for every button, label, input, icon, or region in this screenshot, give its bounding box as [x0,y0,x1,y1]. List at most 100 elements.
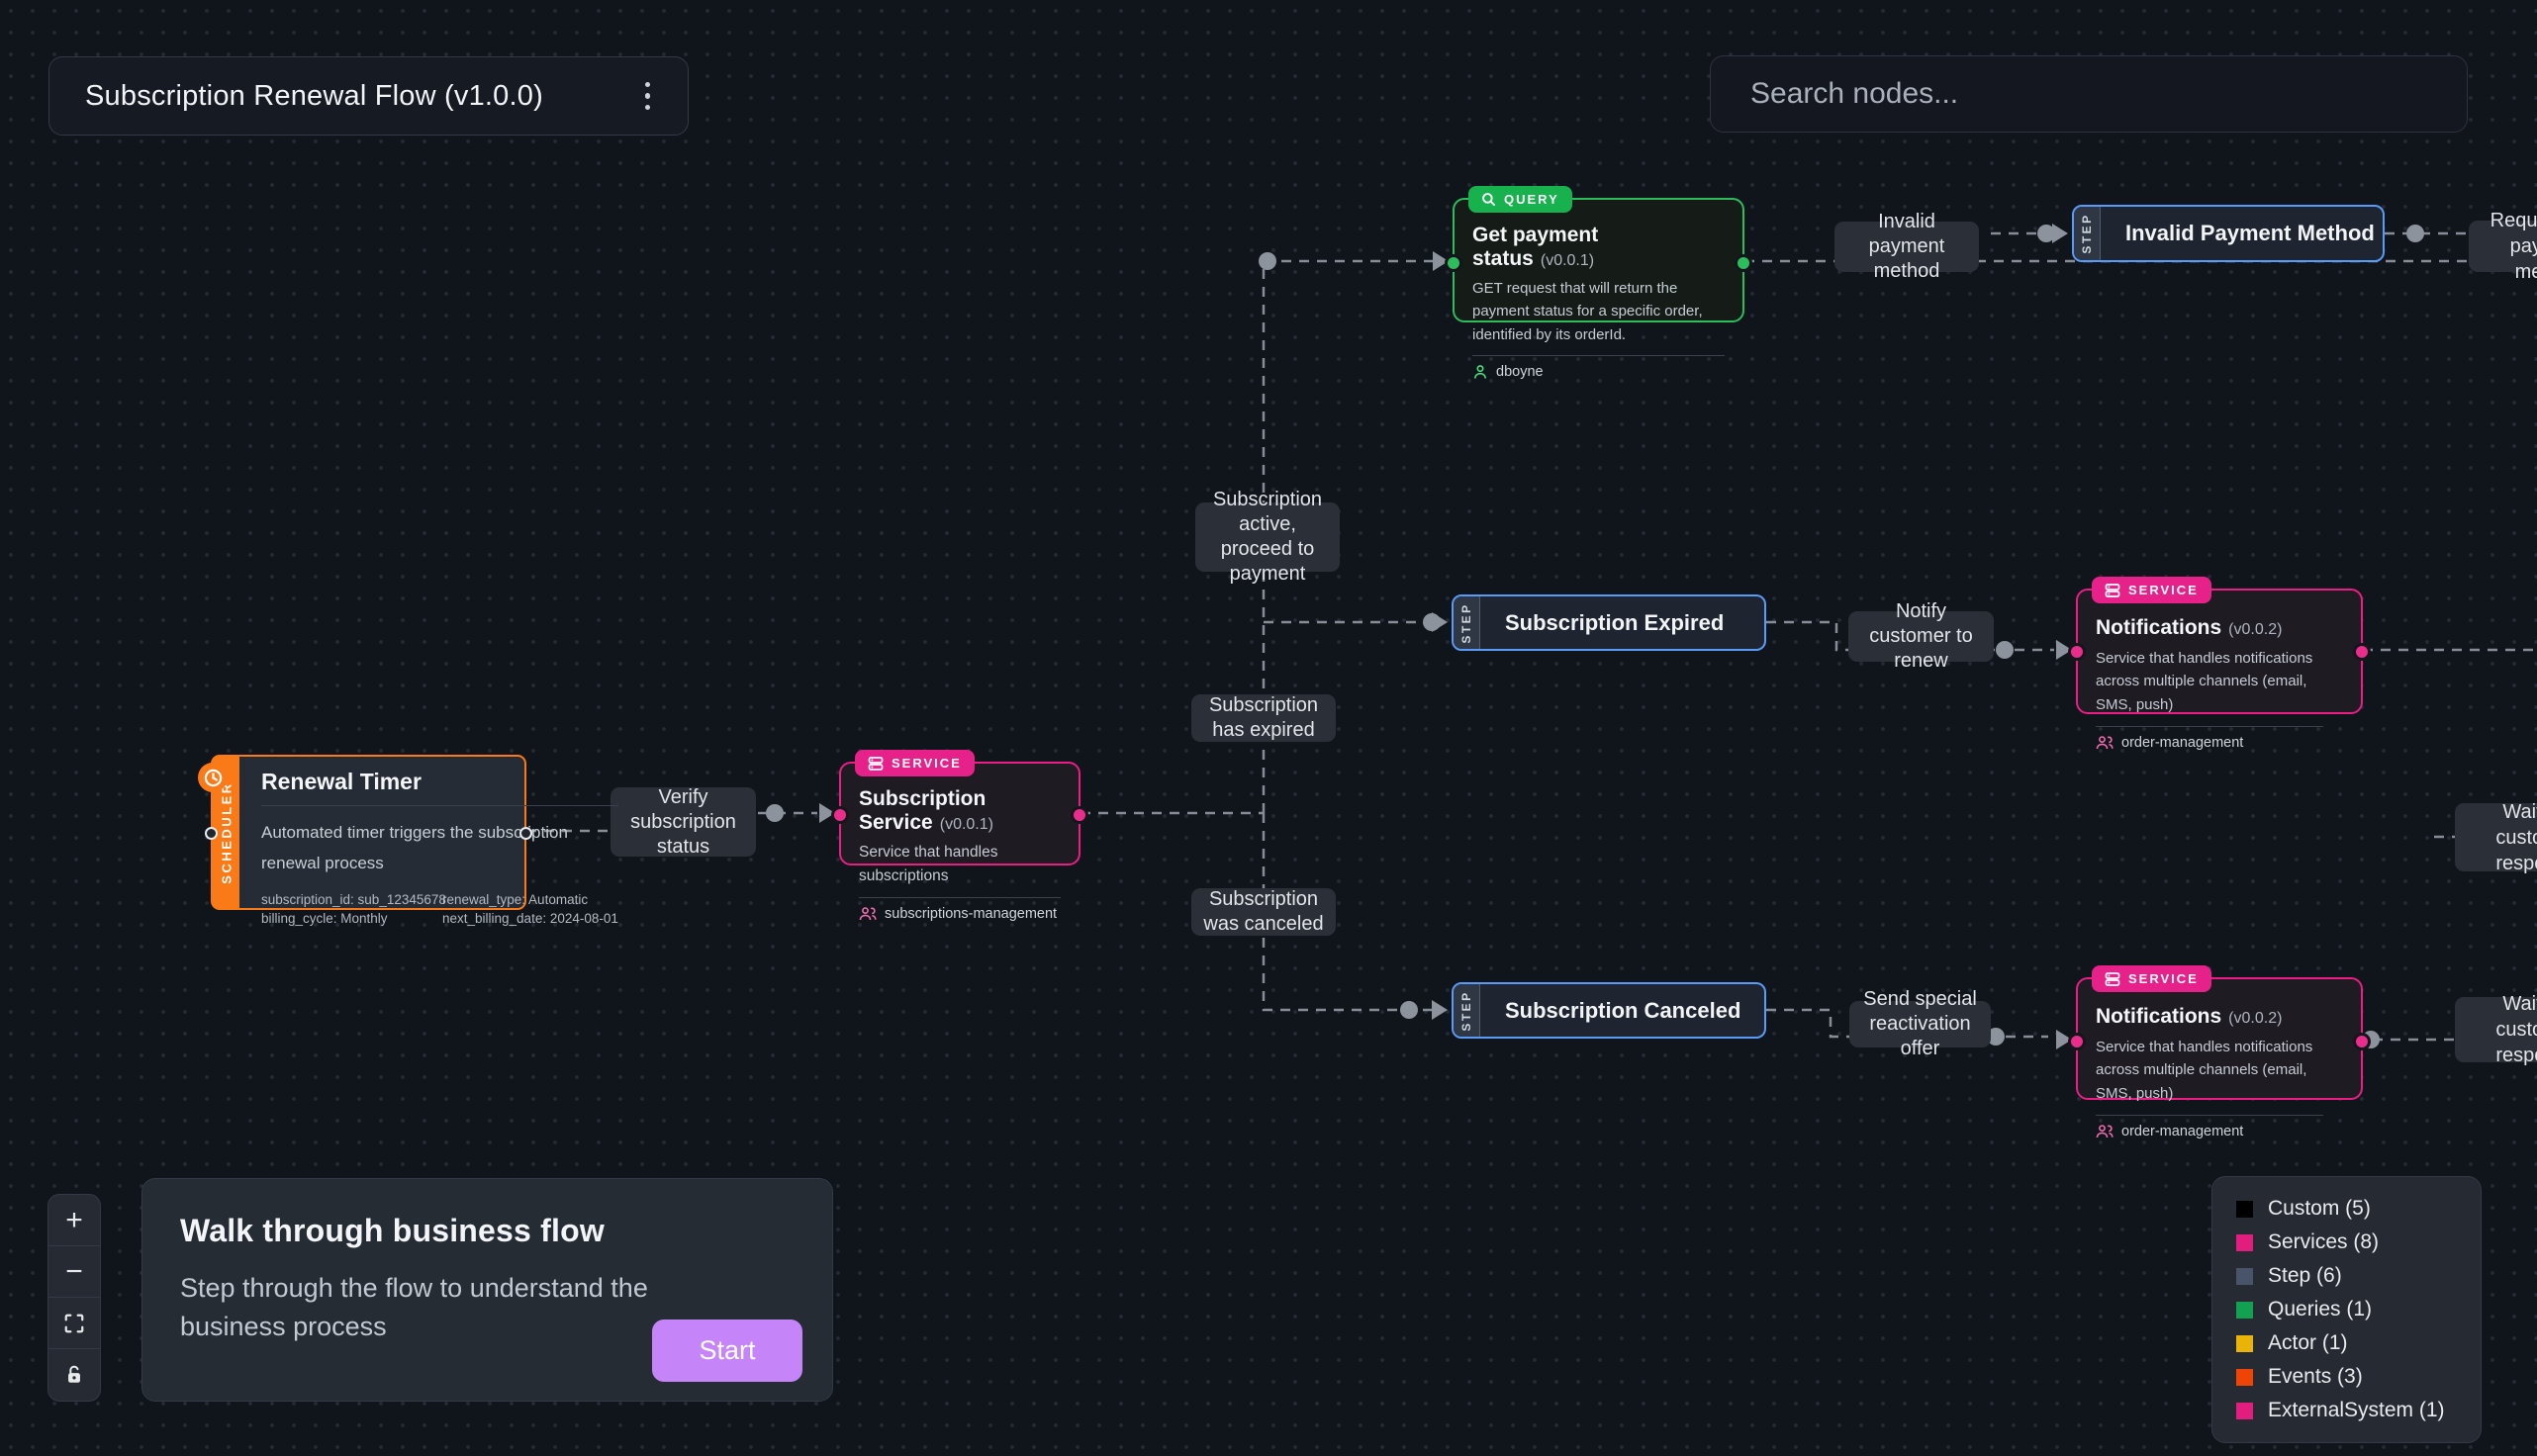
legend-label: Events (3) [2268,1365,2363,1388]
left-handle[interactable] [831,806,849,824]
node-metadata: subscription_id: sub_12345678 renewal_ty… [261,892,618,926]
edge-label-offer: Send special reactivation offer [1849,988,1991,1059]
step-strip: STEP [1454,596,1480,649]
step-strip-label: STEP [2080,213,2094,254]
search-bar [1710,55,2468,133]
node-wait-customer-response-mid[interactable]: Wait for customer response [2455,801,2537,874]
node-description: Service that handles subscriptions [859,844,998,885]
legend-item-queries: Queries (1) [2236,1298,2457,1321]
edge-label-verify: Verify subscription status [611,786,756,858]
legend-swatch [2236,1301,2253,1319]
scheduler-strip-label: SCHEDULER [219,780,234,884]
left-handle[interactable] [1445,254,1462,272]
node-step-subscription-canceled[interactable]: STEP Subscription Canceled [1452,982,1766,1039]
metadata-item: billing_cycle: Monthly [261,911,388,927]
node-wait-customer-response-bottom[interactable]: Wait for customer response [2455,993,2537,1066]
left-handle[interactable] [205,827,218,840]
team-icon [2096,1124,2114,1138]
node-notifications-mid[interactable]: SERVICE Notifications(v0.0.2) Service th… [2068,577,2371,751]
legend-swatch [2236,1334,2253,1352]
node-subscription-service[interactable]: SERVICE Subscription Service(v0.0.1) Ser… [831,750,1088,922]
minus-icon: − [65,1254,83,1288]
legend-swatch [2236,1200,2253,1218]
unlock-icon [68,1365,80,1383]
legend-item-externalsystem: ExternalSystem (1) [2236,1399,2457,1422]
legend-panel: Custom (5) Services (8) Step (6) Queries… [2211,1176,2482,1443]
node-get-payment-status[interactable]: QUERY Get payment status(v0.0.1) GET req… [1445,186,1752,380]
query-badge: QUERY [1468,186,1572,213]
legend-item-custom: Custom (5) [2236,1197,2457,1221]
walkthrough-panel: Walk through business flow Step through … [141,1178,833,1402]
node-title: Subscription Canceled [1505,997,1741,1023]
edge-label-canceled: Subscription was canceled [1191,888,1336,936]
node-owner: order-management [2121,1123,2244,1139]
left-handle[interactable] [2068,643,2086,661]
node-step-subscription-expired[interactable]: STEP Subscription Expired [1452,594,1766,651]
node-title: Get payment status [1472,224,1599,270]
legend-swatch [2236,1233,2253,1251]
metadata-item: subscription_id: sub_12345678 [261,892,446,908]
server-icon [2105,583,2120,597]
step-strip-label: STEP [1459,601,1473,644]
node-owner: subscriptions-management [885,906,1058,923]
left-handle[interactable] [2068,1033,2086,1050]
node-version: (v0.0.2) [2228,1010,2283,1027]
node-notifications-bottom[interactable]: SERVICE Notifications(v0.0.2) Service th… [2068,965,2371,1139]
lock-toggle-button[interactable] [48,1349,100,1401]
badge-label: SERVICE [2128,583,2199,597]
right-handle[interactable] [1071,806,1088,824]
node-owner: dboyne [1496,363,1544,380]
badge-label: QUERY [1504,192,1559,207]
node-title: Renewal Timer [261,769,618,806]
right-handle[interactable] [2353,1033,2371,1050]
plus-icon: + [65,1203,83,1236]
metadata-item: next_billing_date: 2024-08-01 [442,911,618,927]
fit-view-icon [64,1314,84,1332]
node-step-invalid-payment-method[interactable]: STEP Invalid Payment Method [2072,205,2385,262]
legend-swatch [2236,1368,2253,1386]
node-version: (v0.0.2) [2228,621,2283,638]
walkthrough-title: Walk through business flow [180,1213,605,1248]
legend-label: Custom (5) [2268,1197,2371,1220]
node-request-new-payment[interactable]: Request new payment method [2469,210,2537,283]
node-title: Subscription Service [859,787,987,834]
legend-label: Services (8) [2268,1230,2380,1253]
service-badge: SERVICE [855,750,975,776]
metadata-item: renewal_type: Automatic [442,892,589,908]
legend-label: Actor (1) [2268,1331,2348,1354]
edge-label-expired: Subscription has expired [1191,694,1336,742]
start-button[interactable]: Start [652,1320,802,1382]
node-description: Automated timer triggers the subscriptio… [261,823,568,872]
right-handle[interactable] [2353,643,2371,661]
right-handle[interactable] [1735,254,1752,272]
fit-view-button[interactable] [48,1298,100,1349]
legend-label: Queries (1) [2268,1298,2373,1320]
node-title: Subscription Expired [1505,609,1725,635]
service-badge: SERVICE [2092,965,2211,992]
step-strip-label: STEP [1459,989,1473,1032]
legend-item-services: Services (8) [2236,1230,2457,1254]
node-renewal-timer[interactable]: SCHEDULER Renewal Timer Automated timer … [198,755,618,926]
node-title: Notifications [2096,1005,2222,1028]
clock-icon [198,763,228,792]
zoom-in-button[interactable]: + [48,1195,100,1246]
node-description: GET request that will return the payment… [1472,280,1703,343]
server-icon [2105,971,2120,986]
legend-item-step: Step (6) [2236,1264,2457,1288]
user-icon [1474,364,1486,379]
search-input[interactable] [1711,56,2467,132]
team-icon [2096,735,2114,749]
server-icon [868,756,884,771]
right-handle[interactable] [519,827,532,840]
legend-item-actor: Actor (1) [2236,1331,2457,1355]
legend-swatch [2236,1402,2253,1419]
page-title: Subscription Renewal Flow (v1.0.0) [85,79,543,112]
zoom-out-button[interactable]: − [48,1246,100,1298]
flow-title-bar: Subscription Renewal Flow (v1.0.0) [48,56,689,136]
badge-label: SERVICE [2128,971,2199,986]
search-icon [1482,193,1496,207]
kebab-menu-icon[interactable] [637,74,659,119]
edge-label-invalid: Invalid payment method [1834,211,1979,282]
node-version: (v0.0.1) [1540,252,1595,269]
legend-label: Step (6) [2268,1264,2342,1287]
